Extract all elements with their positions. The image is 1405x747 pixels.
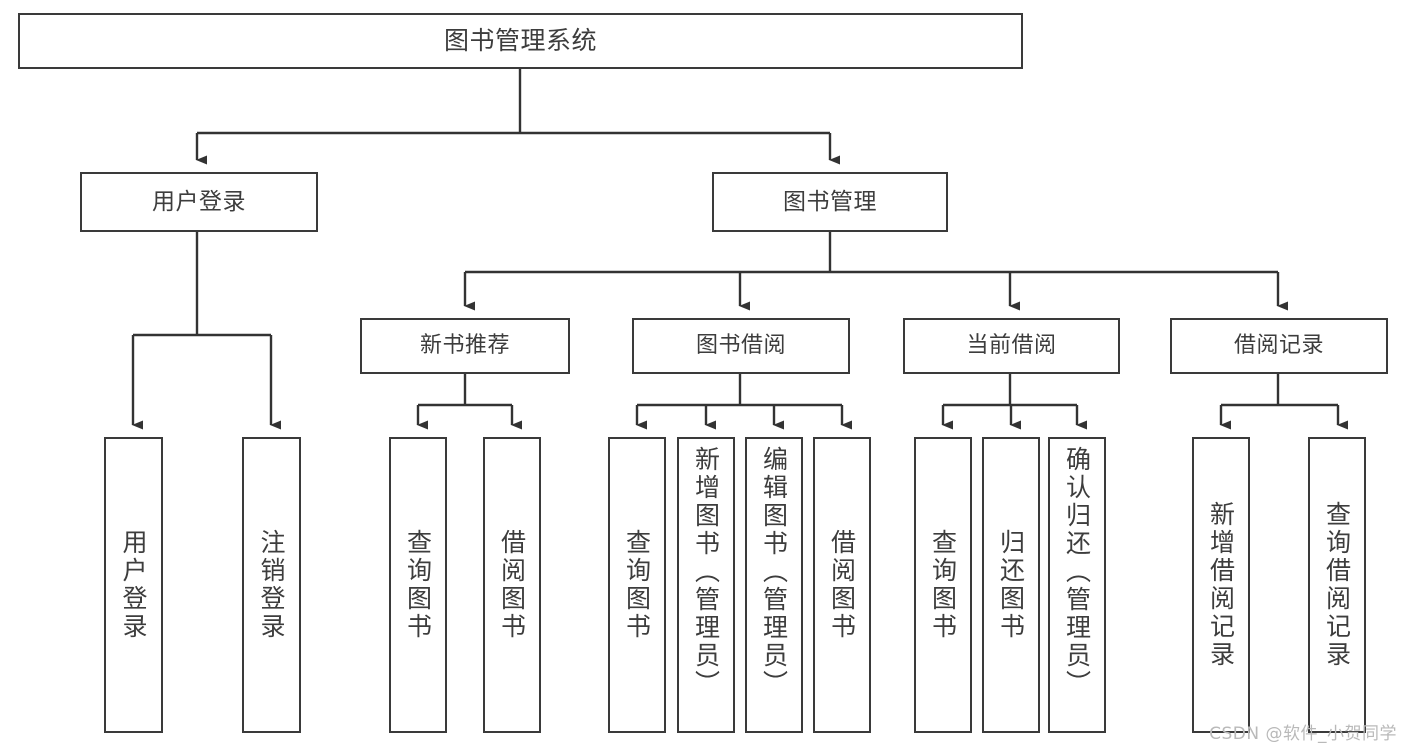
node-label: 查询借阅记录 (1322, 501, 1352, 669)
node-label: 查询图书 (622, 529, 652, 641)
node-label: 借阅图书 (827, 529, 857, 641)
leaf-book-borrow-add-book-admin[interactable]: 新增图书（管理员） (677, 437, 735, 733)
leaf-book-borrow-borrow-books[interactable]: 借阅图书 (813, 437, 871, 733)
node-book-borrow[interactable]: 图书借阅 (632, 318, 850, 374)
node-label: 新增借阅记录 (1206, 501, 1236, 669)
node-label: 查询图书 (403, 529, 433, 641)
node-label: 查询图书 (928, 529, 958, 641)
leaf-user-login-signin[interactable]: 用户登录 (104, 437, 163, 733)
node-user-login[interactable]: 用户登录 (80, 172, 318, 232)
node-label: 注销登录 (257, 529, 286, 641)
node-label: 确认归还（管理员） (1062, 446, 1092, 698)
node-new-book-recommendation[interactable]: 新书推荐 (360, 318, 570, 374)
leaf-current-borrow-query-books[interactable]: 查询图书 (914, 437, 972, 733)
leaf-book-borrow-query-books[interactable]: 查询图书 (608, 437, 666, 733)
leaf-user-login-signout[interactable]: 注销登录 (242, 437, 301, 733)
node-root-book-management-system[interactable]: 图书管理系统 (18, 13, 1023, 69)
node-book-management[interactable]: 图书管理 (712, 172, 948, 232)
node-label: 图书借阅 (695, 332, 786, 358)
node-label: 编辑图书（管理员） (759, 446, 789, 698)
leaf-new-book-borrow-books[interactable]: 借阅图书 (483, 437, 541, 733)
node-label: 归还图书 (996, 529, 1026, 641)
node-label: 新书推荐 (419, 332, 510, 358)
node-current-borrow[interactable]: 当前借阅 (903, 318, 1120, 374)
node-label: 借阅图书 (497, 529, 527, 641)
node-borrow-record[interactable]: 借阅记录 (1170, 318, 1388, 374)
csdn-watermark: CSDN @软件_小贺同学 (1209, 724, 1397, 744)
node-label: 图书管理 (783, 188, 877, 215)
leaf-book-borrow-edit-book-admin[interactable]: 编辑图书（管理员） (745, 437, 803, 733)
node-label: 用户登录 (119, 529, 148, 641)
leaf-new-book-query-books[interactable]: 查询图书 (389, 437, 447, 733)
node-label: 图书管理系统 (443, 25, 597, 55)
node-label: 用户登录 (152, 188, 246, 215)
leaf-current-borrow-return-books[interactable]: 归还图书 (982, 437, 1040, 733)
leaf-borrow-record-add-record[interactable]: 新增借阅记录 (1192, 437, 1250, 733)
leaf-borrow-record-query-record[interactable]: 查询借阅记录 (1308, 437, 1366, 733)
node-label: 当前借阅 (966, 332, 1057, 358)
leaf-current-borrow-confirm-return-admin[interactable]: 确认归还（管理员） (1048, 437, 1106, 733)
node-label: 借阅记录 (1233, 332, 1324, 358)
node-label: 新增图书（管理员） (691, 446, 721, 698)
